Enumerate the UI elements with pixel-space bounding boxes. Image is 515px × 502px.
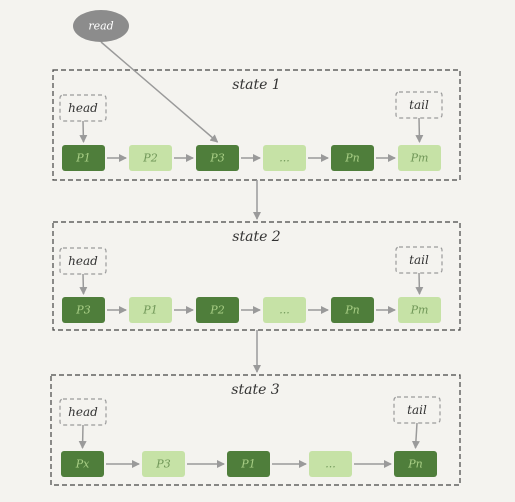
page-node: [196, 297, 239, 323]
head-arrow: [79, 120, 88, 143]
page-node: [62, 145, 105, 171]
page-node-label: P1: [75, 152, 90, 165]
page-node-label: ...: [279, 152, 290, 165]
head-label: head: [68, 405, 98, 419]
state-frame-3: [50, 374, 461, 486]
tail-label: tail: [407, 403, 427, 417]
page-node-label: Pm: [410, 304, 429, 317]
page-node-label: ...: [325, 458, 336, 471]
page-node: [398, 145, 441, 171]
page-node-label: P3: [75, 304, 90, 317]
read-label: read: [88, 20, 113, 33]
page-node: [62, 297, 105, 323]
page-node: [331, 297, 374, 323]
page-node: [331, 145, 374, 171]
tail-label: tail: [409, 98, 429, 112]
tail-arrow: [411, 422, 420, 449]
page-node: [263, 297, 306, 323]
page-node: [196, 145, 239, 171]
state-title-3: state 3: [231, 382, 280, 398]
page-node-label: Pn: [407, 458, 423, 471]
tail-arrow: [415, 272, 424, 295]
page-node-label: Pn: [344, 152, 360, 165]
read-bubble: [73, 10, 129, 42]
page-node: [394, 451, 437, 477]
page-node-label: P2: [142, 152, 157, 165]
page-node-label: Pn: [344, 304, 360, 317]
page-node: [227, 451, 270, 477]
state-frame-2: [52, 221, 461, 331]
tail-arrow: [415, 117, 424, 143]
page-node: [263, 145, 306, 171]
head-label: head: [68, 101, 98, 115]
page-node-label: P1: [142, 304, 157, 317]
page-node-label: P3: [209, 152, 224, 165]
tail-label: tail: [409, 253, 429, 267]
page-node: [309, 451, 352, 477]
read-arrow: [100, 41, 219, 143]
page-node-label: ...: [279, 304, 290, 317]
page-node-label: Px: [75, 458, 90, 471]
page-node-label: P3: [155, 458, 170, 471]
head-arrow: [78, 424, 87, 449]
state-title-1: state 1: [232, 77, 280, 93]
head-arrow: [79, 273, 88, 295]
page-node: [142, 451, 185, 477]
page-node-label: P2: [209, 304, 224, 317]
page-node-label: P1: [240, 458, 255, 471]
page-node: [129, 297, 172, 323]
page-node: [129, 145, 172, 171]
page-node-label: Pm: [410, 152, 429, 165]
page-node: [398, 297, 441, 323]
state-title-2: state 2: [232, 229, 281, 245]
head-label: head: [68, 254, 98, 268]
page-node: [61, 451, 104, 477]
